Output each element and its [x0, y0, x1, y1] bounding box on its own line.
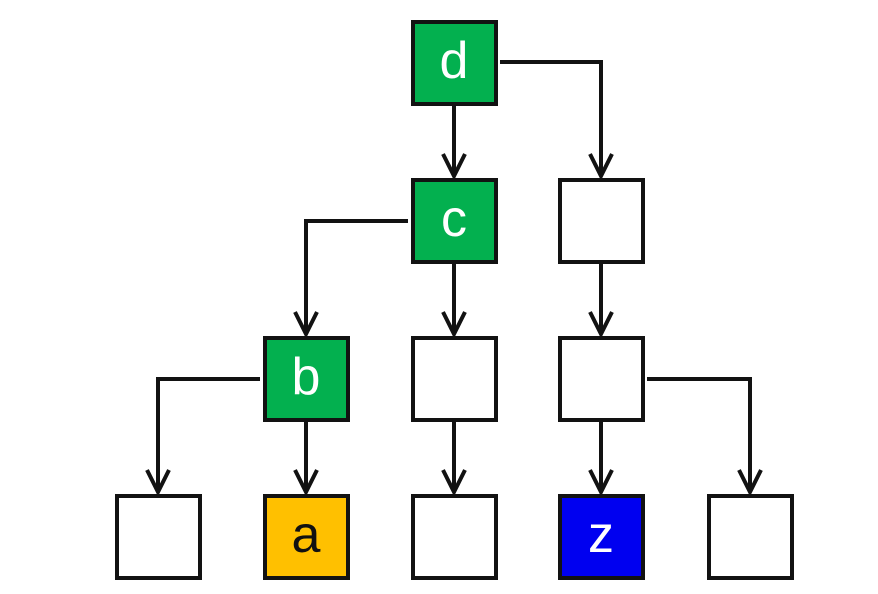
edge-arrowhead	[588, 153, 614, 181]
edge-n-r2-c3-to-n-r3-c2	[304, 219, 408, 330]
edge-arrowhead	[588, 469, 614, 497]
edge-arrowhead	[441, 469, 467, 497]
edge-arrowhead	[588, 311, 614, 339]
edge-arrowhead	[293, 469, 319, 497]
tree-node-empty[interactable]	[410, 336, 498, 422]
edge-n-r3-c2-to-n-r4-c1	[156, 377, 260, 488]
edge-arrowhead	[293, 311, 319, 339]
tree-node-label: d	[439, 32, 469, 90]
edge-arrowhead	[737, 469, 763, 497]
tree-node-empty[interactable]	[706, 494, 794, 580]
tree-node-empty[interactable]	[114, 494, 202, 580]
tree-node-empty[interactable]	[410, 494, 498, 580]
tree-node-c[interactable]: c	[410, 178, 498, 264]
edge-n-r3-c4-to-n-r4-c5	[647, 377, 752, 488]
tree-node-label: b	[291, 348, 321, 406]
edge-arrowhead	[441, 311, 467, 339]
edge-lines	[156, 60, 752, 488]
edge-arrowhead	[441, 153, 467, 181]
tree-node-label: z	[588, 506, 614, 564]
edge-n-r1-c3-to-n-r2-c4	[500, 60, 603, 172]
tree-node-empty[interactable]	[557, 336, 645, 422]
tree-node-b[interactable]: b	[262, 336, 350, 422]
tree-node-label: a	[291, 506, 321, 564]
tree-node-z[interactable]: z	[557, 494, 645, 580]
tree-node-empty[interactable]	[557, 178, 645, 264]
tree-node-a[interactable]: a	[262, 494, 350, 580]
tree-node-d[interactable]: d	[410, 20, 498, 106]
tree-node-label: c	[441, 190, 467, 248]
edge-arrowhead	[145, 469, 171, 497]
